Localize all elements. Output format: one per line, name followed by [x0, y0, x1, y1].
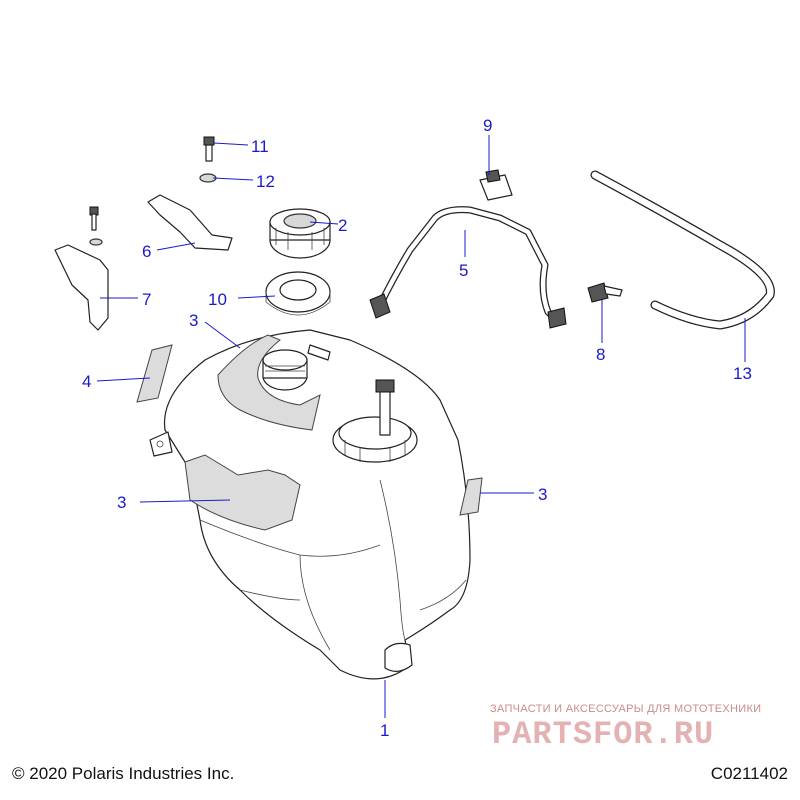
foam-pad-rear — [459, 477, 483, 516]
bolt — [203, 136, 215, 162]
callout-3-left: 3 — [117, 493, 126, 512]
watermark-brand: PARTSFOR.RU — [492, 716, 715, 753]
vent-line — [369, 206, 567, 329]
callout-9: 9 — [483, 116, 492, 135]
leader-lines — [96, 135, 746, 718]
callout-10: 10 — [208, 290, 227, 309]
callout-8: 8 — [596, 345, 605, 364]
filler-gasket — [265, 271, 331, 316]
callout-5: 5 — [459, 261, 468, 280]
callout-4: 4 — [82, 372, 91, 391]
fuel-tank — [149, 329, 471, 680]
diagram-code: C0211402 — [710, 764, 788, 783]
foam-pad-side — [184, 454, 301, 531]
callout-7: 7 — [142, 290, 151, 309]
callout-13: 13 — [733, 364, 752, 383]
hose-connector — [587, 282, 623, 303]
watermark-tagline: ЗАПЧАСТИ И АКСЕССУАРЫ ДЛЯ МОТОТЕХНИКИ — [490, 703, 762, 715]
foam-block — [136, 344, 173, 403]
foam-pad-top — [217, 334, 321, 431]
callout-labels: 1 2 3 3 3 4 5 6 7 8 9 10 11 12 13 — [82, 116, 752, 740]
tank-bracket-side — [54, 244, 109, 331]
callout-12: 12 — [256, 172, 275, 191]
check-valve — [479, 169, 513, 201]
callout-3-right: 3 — [538, 485, 547, 504]
copyright-notice: © 2020 Polaris Industries Inc. — [12, 764, 235, 783]
vent-hose — [590, 170, 775, 330]
callout-2: 2 — [338, 216, 347, 235]
tank-bracket-upper — [147, 194, 233, 251]
fuel-cap — [269, 208, 331, 259]
callout-1: 1 — [380, 721, 389, 740]
callout-11: 11 — [251, 137, 269, 156]
callout-3-top: 3 — [189, 311, 198, 330]
callout-6: 6 — [142, 242, 151, 261]
bracket-bolt — [89, 206, 103, 246]
